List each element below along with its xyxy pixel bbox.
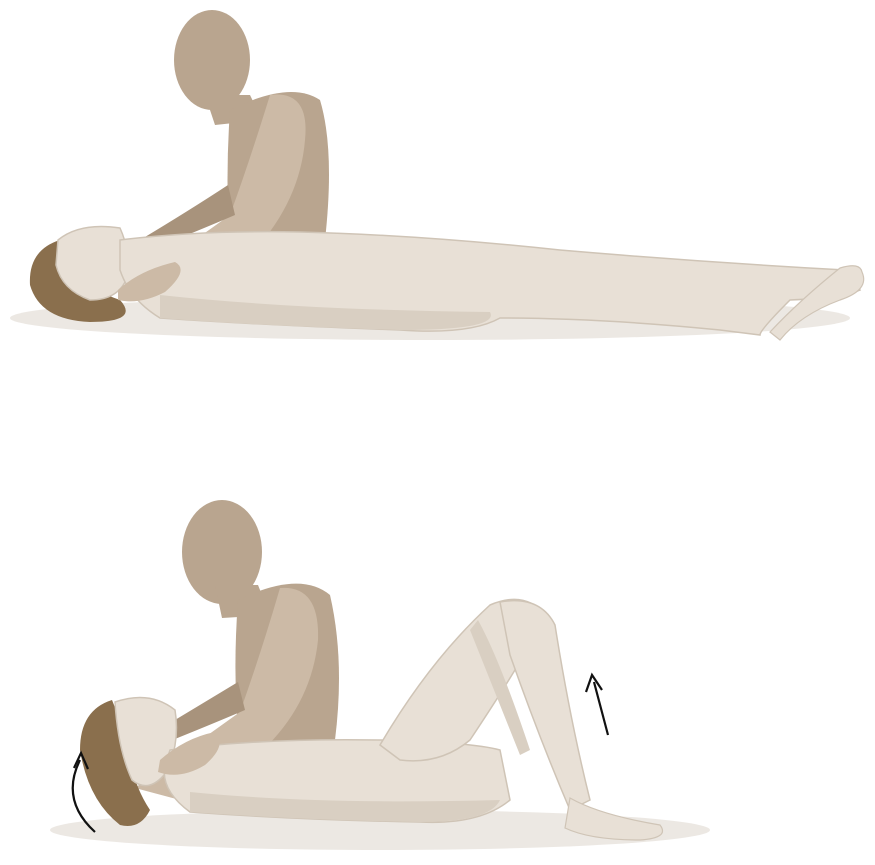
patient-figure xyxy=(80,599,663,840)
illustration-panel-lying-flat xyxy=(0,0,875,400)
lying-flat-illustration xyxy=(0,0,875,400)
illustration-panel-knees-bent xyxy=(0,420,875,865)
knees-bent-illustration xyxy=(0,420,875,865)
straight-arrow-icon xyxy=(586,675,608,735)
